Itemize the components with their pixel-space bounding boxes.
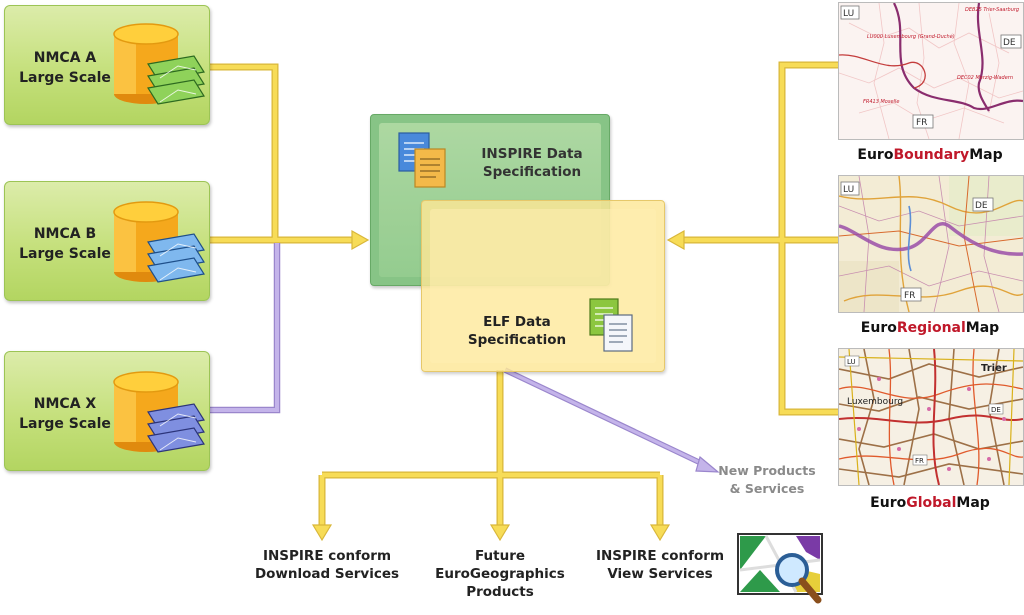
svg-text:LU: LU <box>847 358 856 366</box>
inspire-spec-title: INSPIRE Data Specification <box>481 146 583 180</box>
document-stack-green-icon <box>589 298 633 352</box>
future-products-label: Future EuroGeographics Products <box>435 548 565 600</box>
database-green-layers-icon <box>113 23 205 105</box>
database-purple-layers-icon <box>113 371 205 453</box>
svg-text:FR: FR <box>915 457 924 465</box>
svg-text:Trier: Trier <box>981 363 1007 374</box>
svg-text:FR: FR <box>904 291 915 301</box>
svg-text:LU000 Luxembourg (Grand-Duché): LU000 Luxembourg (Grand-Duché) <box>867 33 955 40</box>
svg-text:LU: LU <box>843 9 854 19</box>
arrow-into-spec-left <box>351 229 370 251</box>
euroboundarymap-thumbnail: DEB25 Trier-Saarburg LU000 Luxembourg (G… <box>838 2 1024 140</box>
arrow-future-products <box>489 524 511 542</box>
euroregionalmap-thumbnail: LU DE FR <box>838 175 1024 313</box>
arrow-download-services <box>311 524 333 542</box>
database-blue-layers-icon <box>113 201 205 283</box>
nmca-a-label: NMCA A Large Scale <box>19 50 111 86</box>
nmca-x-box: NMCA X Large Scale <box>4 351 210 471</box>
arrow-view-services <box>649 524 671 542</box>
svg-text:DE: DE <box>1003 38 1016 48</box>
arrow-new-products <box>695 455 720 473</box>
map-magnifier-icon <box>737 533 823 604</box>
euroglobalmap-caption: EuroGlobalMap <box>870 495 990 511</box>
nmca-b-label: NMCA B Large Scale <box>19 226 111 262</box>
svg-text:DEC02 Merzig-Wadern: DEC02 Merzig-Wadern <box>957 75 1013 81</box>
elf-spec-box: ELF Data Specification <box>421 200 665 372</box>
nmca-x-label: NMCA X Large Scale <box>19 396 111 432</box>
output-yellow-connectors <box>318 370 664 527</box>
document-stack-blue-icon <box>398 132 446 188</box>
arrow-into-spec-right <box>666 229 685 251</box>
download-services-label: INSPIRE conform Download Services <box>254 548 400 582</box>
svg-text:LU: LU <box>843 185 854 195</box>
svg-text:Luxembourg: Luxembourg <box>847 397 903 407</box>
elf-spec-title: ELF Data Specification <box>467 314 567 348</box>
nmca-x-purple-connector <box>208 243 281 414</box>
svg-text:DE: DE <box>975 201 988 211</box>
svg-text:DE: DE <box>991 406 1001 414</box>
euroglobalmap-thumbnail: LU Trier Luxembourg DE FR <box>838 348 1024 486</box>
new-products-services-label: New Products & Services <box>718 463 816 496</box>
svg-text:DEB25 Trier-Saarburg: DEB25 Trier-Saarburg <box>965 7 1019 13</box>
regional-map-image: LU DE FR <box>839 176 1023 312</box>
euroregionalmap-caption: EuroRegionalMap <box>860 320 1000 336</box>
svg-text:FR413 Moselle: FR413 Moselle <box>863 99 899 105</box>
nmca-b-box: NMCA B Large Scale <box>4 181 210 301</box>
nmca-a-box: NMCA A Large Scale <box>4 5 210 125</box>
left-yellow-connectors <box>208 63 355 244</box>
euroboundarymap-caption: EuroBoundaryMap <box>857 147 1003 163</box>
global-map-image: LU Trier Luxembourg DE FR <box>839 349 1023 485</box>
boundary-map-image: DEB25 Trier-Saarburg LU000 Luxembourg (G… <box>839 3 1023 139</box>
svg-text:FR: FR <box>916 118 927 128</box>
view-services-label: INSPIRE conform View Services <box>595 548 725 582</box>
